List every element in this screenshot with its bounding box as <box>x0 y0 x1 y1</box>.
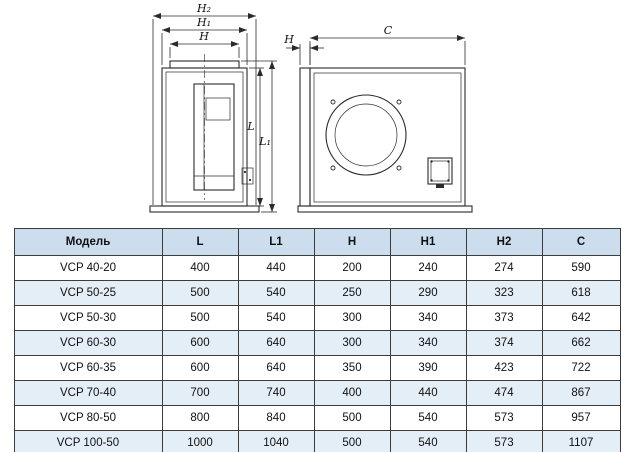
value-cell: 323 <box>465 280 543 306</box>
value-cell: 440 <box>389 380 467 406</box>
table-row: VCP 70-40 700 740 400 440 474 867 <box>13 380 621 406</box>
table-row: VCP 80-50 800 840 500 540 573 957 <box>13 405 621 431</box>
value-cell: 400 <box>313 380 391 406</box>
front-view-drawing: H₂ H₁ H L L₁ <box>149 2 277 213</box>
model-cell: VCP 40-20 <box>13 255 163 281</box>
value-cell: 1040 <box>237 430 315 452</box>
value-cell: 500 <box>161 305 239 331</box>
value-cell: 373 <box>465 305 543 331</box>
col-header-c: C <box>541 228 621 256</box>
value-cell: 390 <box>389 355 467 381</box>
value-cell: 300 <box>313 305 391 331</box>
value-cell: 350 <box>313 355 391 381</box>
table-row: VCP 40-20 400 440 200 240 274 590 <box>13 255 621 281</box>
value-cell: 662 <box>541 330 621 356</box>
value-cell: 840 <box>237 405 315 431</box>
col-header-l1: L1 <box>237 228 315 256</box>
value-cell: 573 <box>465 405 543 431</box>
value-cell: 440 <box>237 255 315 281</box>
col-header-h1: H1 <box>389 228 467 256</box>
dim-label-h1: H₁ <box>196 16 211 29</box>
col-header-l: L <box>161 228 239 256</box>
value-cell: 590 <box>541 255 621 281</box>
dim-label-h2: H₂ <box>196 2 211 15</box>
value-cell: 740 <box>237 380 315 406</box>
value-cell: 722 <box>541 355 621 381</box>
value-cell: 374 <box>465 330 543 356</box>
terminal-box-side <box>427 157 453 188</box>
value-cell: 200 <box>313 255 391 281</box>
dim-label-h-side: H <box>283 33 294 46</box>
model-cell: VCP 70-40 <box>13 380 163 406</box>
value-cell: 867 <box>541 380 621 406</box>
value-cell: 600 <box>161 355 239 381</box>
table-row: VCP 100-50 1000 1040 500 540 573 1107 <box>13 430 621 452</box>
col-header-model: Модель <box>13 228 163 256</box>
col-header-h: H <box>313 228 391 256</box>
value-cell: 500 <box>313 430 391 452</box>
value-cell: 500 <box>161 280 239 306</box>
dim-label-h: H <box>198 30 209 43</box>
table-row: VCP 50-25 500 540 250 290 323 618 <box>13 280 621 306</box>
value-cell: 642 <box>541 305 621 331</box>
fan-technical-drawing: H₂ H₁ H L L₁ <box>149 2 473 213</box>
value-cell: 573 <box>465 430 543 452</box>
value-cell: 290 <box>389 280 467 306</box>
value-cell: 1107 <box>541 430 621 452</box>
value-cell: 540 <box>389 430 467 452</box>
value-cell: 640 <box>237 355 315 381</box>
model-cell: VCP 60-30 <box>13 330 163 356</box>
col-header-h2: H2 <box>465 228 543 256</box>
value-cell: 340 <box>389 330 467 356</box>
terminal-box-front <box>241 167 254 185</box>
model-cell: VCP 50-25 <box>13 280 163 306</box>
value-cell: 618 <box>541 280 621 306</box>
value-cell: 340 <box>389 305 467 331</box>
value-cell: 957 <box>541 405 621 431</box>
dimensions-table: Модель L L1 H H1 H2 C VCP 40-20 400 440 … <box>13 228 621 452</box>
model-cell: VCP 80-50 <box>13 405 163 431</box>
value-cell: 1000 <box>161 430 239 452</box>
value-cell: 300 <box>313 330 391 356</box>
value-cell: 540 <box>237 280 315 306</box>
model-cell: VCP 100-50 <box>13 430 163 452</box>
value-cell: 700 <box>161 380 239 406</box>
value-cell: 400 <box>161 255 239 281</box>
model-cell: VCP 50-30 <box>13 305 163 331</box>
dim-label-l: L <box>246 120 254 133</box>
value-cell: 600 <box>161 330 239 356</box>
table-row: VCP 60-35 600 640 350 390 423 722 <box>13 355 621 381</box>
value-cell: 640 <box>237 330 315 356</box>
table-row: VCP 50-30 500 540 300 340 373 642 <box>13 305 621 331</box>
model-cell: VCP 60-35 <box>13 355 163 381</box>
dim-label-l1: L₁ <box>258 135 271 148</box>
table-row: VCP 60-30 600 640 300 340 374 662 <box>13 330 621 356</box>
value-cell: 800 <box>161 405 239 431</box>
value-cell: 250 <box>313 280 391 306</box>
value-cell: 540 <box>389 405 467 431</box>
table-header-row: Модель L L1 H H1 H2 C <box>13 228 621 256</box>
value-cell: 423 <box>465 355 543 381</box>
side-view-drawing: C H <box>283 24 473 213</box>
value-cell: 474 <box>465 380 543 406</box>
value-cell: 500 <box>313 405 391 431</box>
fan-motor-block <box>193 83 235 191</box>
fan-inlet-circle <box>325 94 407 176</box>
value-cell: 274 <box>465 255 543 281</box>
value-cell: 240 <box>389 255 467 281</box>
value-cell: 540 <box>237 305 315 331</box>
dim-label-c: C <box>384 24 393 37</box>
